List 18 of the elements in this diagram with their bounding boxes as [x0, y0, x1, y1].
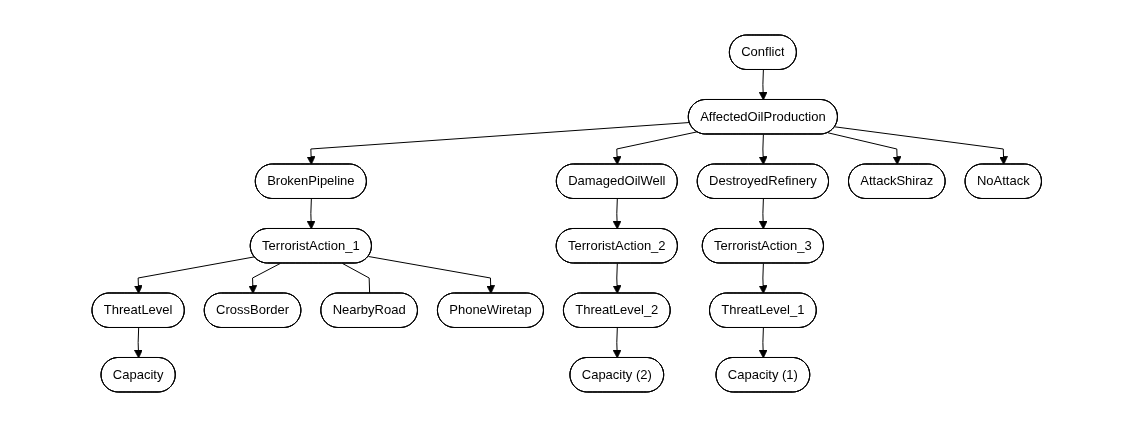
arrow	[758, 263, 768, 294]
arrow	[133, 327, 143, 359]
connector	[341, 263, 370, 294]
arrow	[827, 132, 902, 165]
arrow	[758, 198, 768, 230]
arrow	[306, 198, 316, 230]
arrow	[133, 256, 255, 294]
arrow	[306, 122, 690, 165]
arrow	[612, 327, 622, 359]
arrow	[367, 256, 495, 294]
arrow	[612, 263, 622, 294]
arrow	[758, 327, 768, 359]
arrow	[834, 126, 1008, 165]
arrow	[248, 263, 281, 294]
arrow	[612, 131, 698, 165]
arrow	[758, 134, 768, 165]
arrow	[758, 69, 768, 101]
arrow	[612, 198, 622, 230]
